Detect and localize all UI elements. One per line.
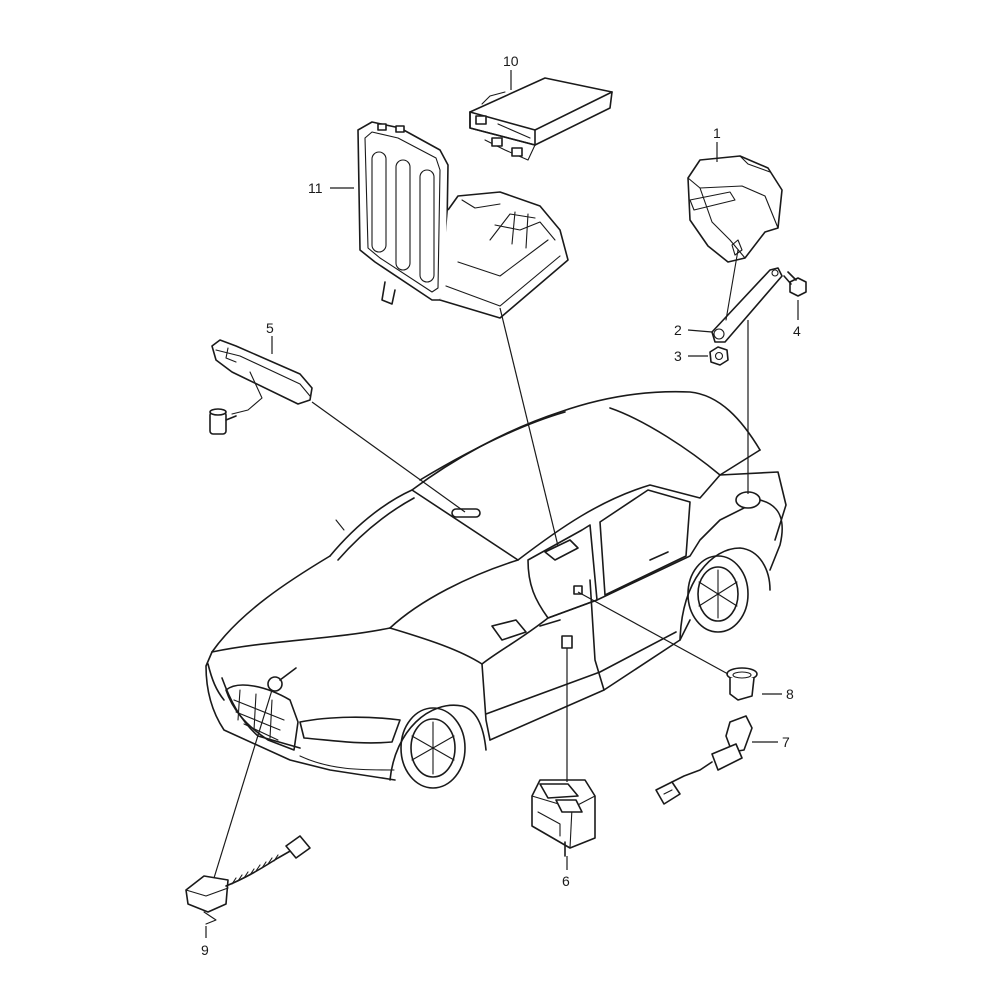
callout-7: 7 (782, 734, 790, 750)
callout-10: 10 (503, 53, 519, 69)
part-2-bracket-strap (711, 249, 783, 343)
callout-9: 9 (201, 942, 209, 958)
callout-4: 4 (793, 323, 801, 339)
callout-3: 3 (674, 348, 682, 364)
part-9-cable-module (185, 835, 311, 925)
part-4-bolt (783, 271, 807, 297)
part-7-sensor (655, 715, 753, 805)
callout-11: 11 (308, 180, 323, 196)
callout-8: 8 (786, 686, 794, 702)
part-10-control-unit (469, 77, 613, 161)
part-6-switch (531, 779, 596, 857)
leader-lines (205, 70, 799, 938)
callout-5: 5 (266, 320, 274, 336)
part-3-nut (709, 346, 729, 366)
part-1-antenna-module (687, 155, 783, 263)
callout-1: 1 (713, 125, 721, 141)
callout-6: 6 (562, 873, 570, 889)
car-body (205, 390, 787, 789)
callout-2: 2 (674, 322, 682, 338)
part-5-antenna-strip (209, 339, 313, 435)
part-8-grommet (726, 667, 758, 701)
callouts: 10 11 1 2 3 4 5 8 7 6 9 (201, 53, 801, 958)
part-11-bracket (357, 121, 569, 319)
